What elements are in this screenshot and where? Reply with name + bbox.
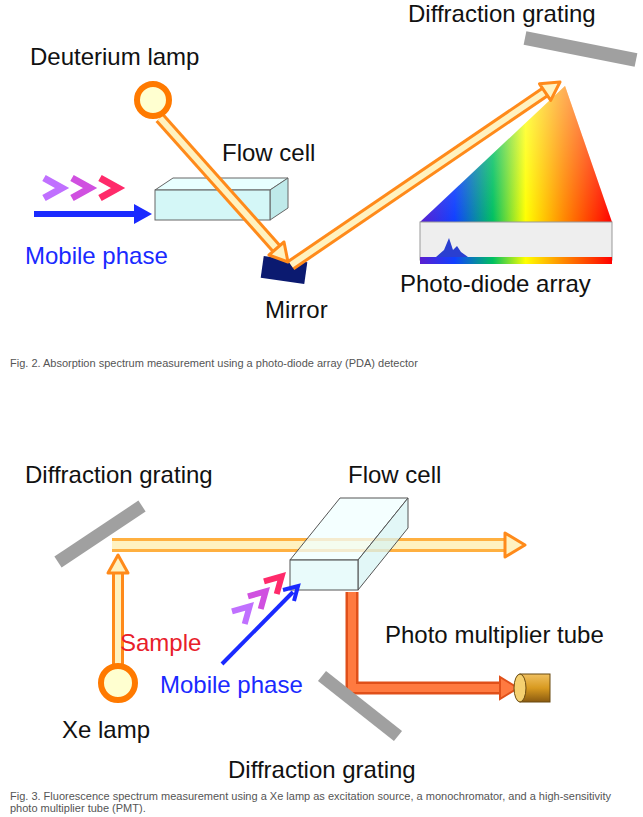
mobile-phase-arrowhead [283,586,298,601]
flow-cell [290,498,408,590]
figure-caption: Fig. 3. Fluorescence spectrum measuremen… [10,790,630,814]
mobile-phase-arrowhead [134,204,152,224]
part-label: Photo-diode array [400,271,591,297]
figure-caption: Fig. 2. Absorption spectrum measurement … [10,357,630,369]
photo-multiplier-tube [514,674,550,702]
part-label: Photo multiplier tube [385,622,604,648]
part-label: Mirror [265,297,328,323]
part-label: Diffraction grating [408,1,596,27]
light-beam [160,82,560,265]
diffraction-grating [58,506,142,562]
diffraction-grating [525,38,636,60]
photo-diode-array [420,222,612,260]
array-strip [420,257,612,264]
flow-label: Mobile phase [160,672,303,698]
flow-chevron [100,178,118,198]
part-label: Diffraction grating [228,757,416,783]
part-label: Flow cell [348,462,441,488]
flow-label: Mobile phase [25,243,168,269]
deuterium-lamp [137,84,169,116]
mobile-phase-arrow [34,211,136,217]
diffraction-grating [322,676,398,736]
xe-lamp [101,666,135,700]
mobile-phase-line [222,592,293,664]
flow-chevron [72,178,90,198]
flow-chevron [248,585,272,609]
lamp-label: Xe lamp [62,717,150,743]
part-label: Flow cell [222,140,315,166]
flow-chevron [44,178,62,198]
part-label: Diffraction grating [25,462,213,488]
flow-chevron [232,600,256,624]
flow-label: Sample [120,630,201,656]
spectrum-peak [436,238,468,257]
lamp-label: Deuterium lamp [30,44,199,70]
